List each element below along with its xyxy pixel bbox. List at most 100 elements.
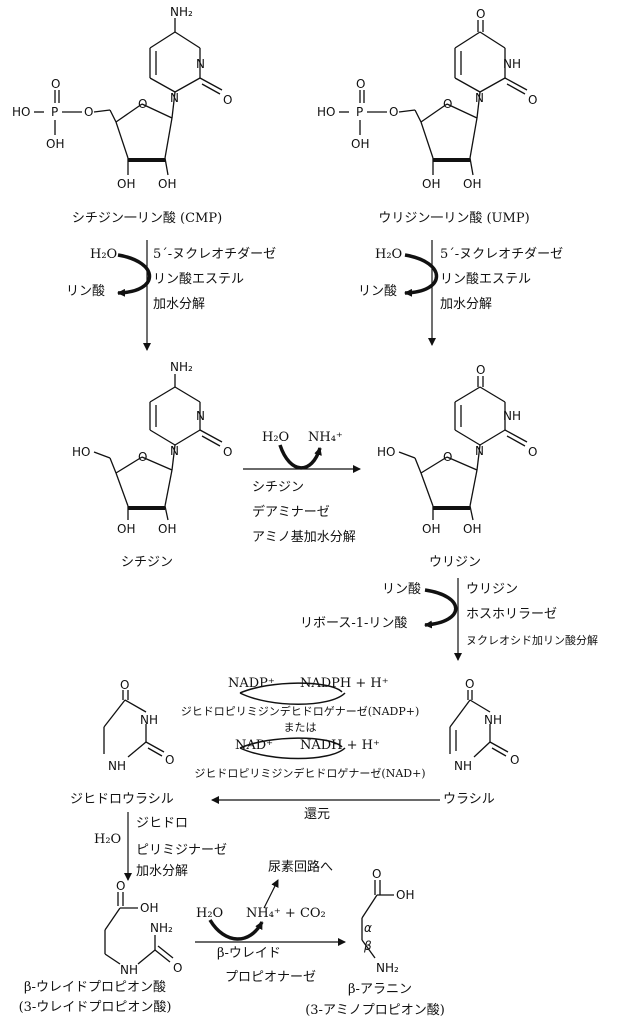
curve-step5b [239, 737, 346, 760]
atom-label: OH [117, 522, 135, 536]
alanine-name: β-アラニン [348, 982, 412, 997]
atom-label: NH [454, 759, 472, 773]
atom-label: OH [158, 177, 176, 191]
atom-label: HO [317, 105, 335, 119]
cytidine-atom-labels: NH₂ N N O O HO OH OH [72, 360, 232, 536]
step2-product: リン酸 [358, 284, 398, 299]
atom-label: OH [463, 177, 481, 191]
step2-enzyme-line3: 加水分解 [440, 297, 493, 312]
atom-label: NH [120, 963, 138, 977]
atom-label: O [389, 105, 398, 119]
step2-enzyme-line1: 5´-ヌクレオチダーゼ [440, 247, 564, 262]
beta-label: β [363, 939, 372, 953]
ureidopropionate-atom-labels: O OH NH₂ NH O [116, 879, 182, 977]
atom-label: OH [351, 137, 369, 151]
cytidine-ribose-bold-bond [128, 506, 165, 510]
atom-label: NH₂ [170, 5, 193, 19]
step3-enzyme-line2: デアミナーゼ [252, 505, 330, 520]
step7-enzyme-line1: β-ウレイド [217, 946, 281, 961]
atom-label: O [138, 97, 147, 111]
atom-label: OH [46, 137, 64, 151]
curve-step5a [239, 682, 346, 705]
atom-label: O [120, 678, 129, 692]
step7-reactant: H₂O [196, 906, 224, 921]
atom-label: NH [108, 759, 126, 773]
atom-label: NH [484, 713, 502, 727]
alanine-structure [361, 880, 394, 959]
atom-label: O [223, 93, 232, 107]
step4-product: リボース-1-リン酸 [300, 616, 408, 631]
atom-label: P [356, 105, 363, 119]
atom-label: O [372, 867, 381, 881]
cytidine-name: シチジン [120, 555, 174, 570]
step4-reactant: リン酸 [382, 582, 422, 597]
step2-enzyme-line2: リン酸エステル [440, 272, 532, 287]
step4-enzyme-line2: ホスホリラーゼ [466, 607, 558, 622]
atom-label: NH₂ [376, 961, 399, 975]
uridine-ribose-bold-bond [433, 506, 470, 510]
atom-label: O [84, 105, 93, 119]
atom-label: O [138, 450, 147, 464]
step5-enzyme1: ジヒドロピリミジンデヒドロゲナーゼ(NADP+) [180, 705, 420, 718]
atom-label: OH [158, 522, 176, 536]
step6-enzyme-line3: 加水分解 [136, 864, 189, 879]
step6-enzyme-line2: ピリミジナーゼ [136, 843, 228, 858]
atom-label: O [223, 445, 232, 459]
atom-label: N [196, 409, 205, 423]
step5-cofactor2-right: NADH + H⁺ [300, 738, 380, 753]
step6-enzyme-line1: ジヒドロ [136, 816, 189, 831]
uracil-name: ウラシル [443, 792, 495, 807]
step3-enzyme-line3: アミノ基加水分解 [252, 530, 356, 545]
step1-enzyme-line2: リン酸エステル [153, 272, 245, 287]
atom-label: NH₂ [170, 360, 193, 374]
atom-label: OH [463, 522, 481, 536]
step5-or: または [283, 721, 317, 734]
cmp-ribose-bold-bond [128, 158, 165, 162]
alanine-atom-labels: O OH α β NH₂ [363, 867, 414, 975]
dihydrouracil-structure [103, 690, 165, 758]
curve-step7 [208, 919, 264, 941]
step7-enzyme-line2: プロピオナーゼ [225, 970, 317, 985]
atom-label: O [116, 879, 125, 893]
step1-enzyme-line3: 加水分解 [153, 297, 206, 312]
atom-label: N [196, 57, 205, 71]
uridine-name: ウリジン [428, 555, 482, 570]
step1-reactant: H₂O [90, 247, 118, 262]
atom-label: O [443, 450, 452, 464]
ureidopropionate-name: β-ウレイドプロピオン酸 [24, 980, 166, 995]
atom-label: O [443, 97, 452, 111]
uracil-structure [449, 690, 509, 758]
step7-product: NH₄⁺ + CO₂ [246, 906, 326, 921]
atom-label: O [528, 93, 537, 107]
atom-label: N [170, 91, 179, 105]
atom-label: NH [503, 57, 521, 71]
atom-label: HO [12, 105, 30, 119]
cmp-structure [34, 18, 223, 176]
curve-step1 [117, 253, 151, 297]
atom-label: O [528, 445, 537, 459]
atom-label: O [476, 7, 485, 21]
step3-enzyme-line1: シチジン [252, 480, 305, 495]
atom-label: NH [503, 409, 521, 423]
cmp-atom-labels: NH₂ N N O O O P O HO OH OH OH [12, 5, 232, 191]
step3-reactant: H₂O [262, 430, 290, 445]
step1-product: リン酸 [66, 284, 106, 299]
cmp-name: シチジン一リン酸 (CMP) [71, 211, 223, 226]
step7-destination: 尿素回路へ [268, 860, 334, 875]
curve-step3 [278, 444, 322, 470]
step4-enzyme-line3: ヌクレオシド加リン酸分解 [466, 634, 598, 647]
arrow-to-urea-cycle [263, 879, 279, 909]
atom-label: O [476, 363, 485, 377]
atom-label: O [173, 961, 182, 975]
atom-label: N [475, 444, 484, 458]
step5-cofactor1-left: NADP⁺ [228, 676, 275, 691]
alpha-label: α [364, 921, 372, 935]
atom-label: O [465, 677, 474, 691]
step5-enzyme2: ジヒドロピリミジンデヒドロゲナーゼ(NAD+) [194, 767, 426, 780]
atom-label: O [510, 753, 519, 767]
step5-cofactor1-right: NADPH + H⁺ [300, 676, 389, 691]
dihydrouracil-atom-labels: O NH O NH [108, 678, 174, 773]
ump-ribose-bold-bond [433, 158, 470, 162]
atom-label: O [356, 77, 365, 91]
